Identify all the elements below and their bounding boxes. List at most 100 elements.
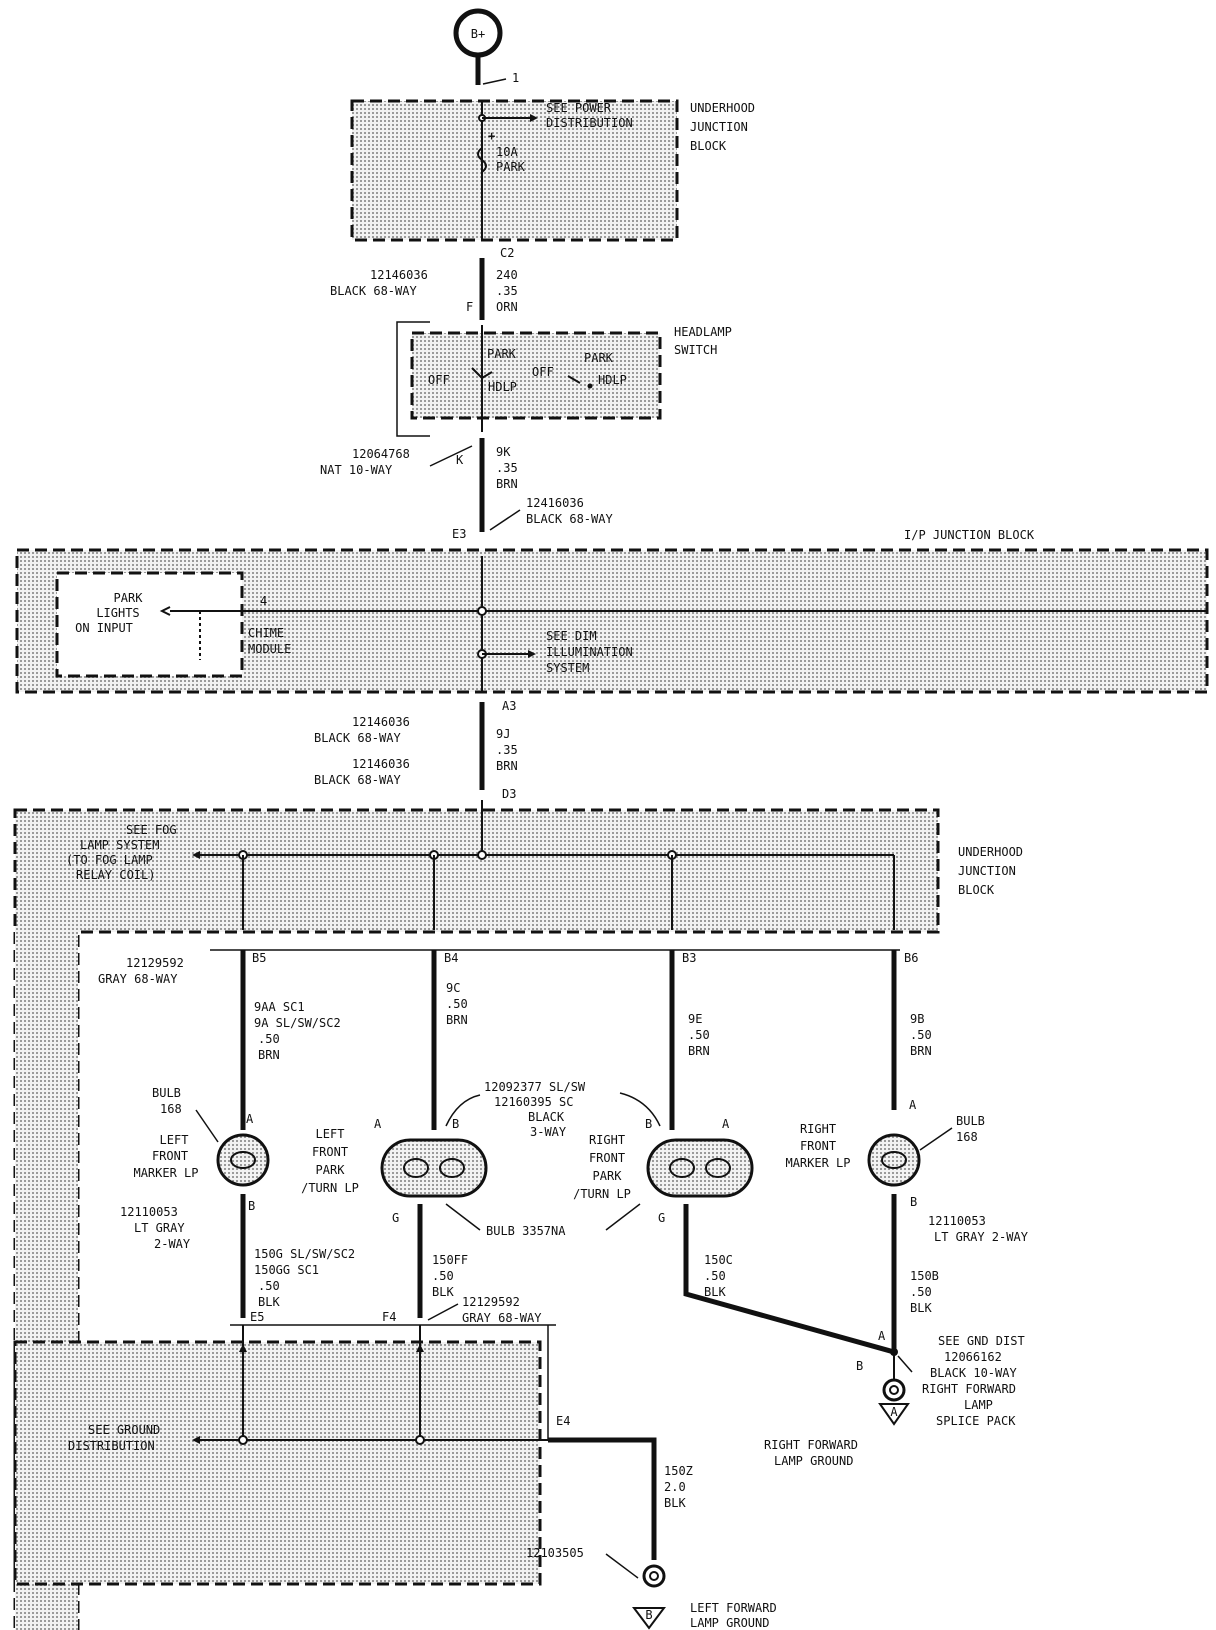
svg-text:.50: .50 — [258, 1279, 280, 1293]
svg-text:BRN: BRN — [496, 477, 518, 491]
svg-text:.35: .35 — [496, 284, 518, 298]
connector-d3-label: 12146036 BLACK 68-WAY — [314, 757, 410, 787]
wire-9aa-label: 9AA SC1 9A SL/SW/SC2 .50 BRN — [254, 1000, 341, 1062]
svg-text:PARK: PARK — [593, 1169, 623, 1183]
headlamp-switch-label: HEADLAMP SWITCH — [674, 325, 732, 357]
right-ground-symbol: A — [878, 1403, 910, 1426]
switch-contact-2 — [567, 375, 581, 384]
see-fog-label: SEE FOG LAMP SYSTEM (TO FOG LAMP RELAY C… — [66, 823, 177, 882]
switch-hdlp-1: HDLP — [488, 380, 517, 394]
svg-text:BRN: BRN — [910, 1044, 932, 1058]
svg-text:LIGHTS: LIGHTS — [96, 606, 139, 620]
chime-module-label: CHIME MODULE — [248, 626, 291, 656]
see-dim-label: SEE DIM ILLUMINATION SYSTEM — [546, 629, 633, 675]
svg-text:.50: .50 — [688, 1028, 710, 1042]
svg-text:.50: .50 — [258, 1032, 280, 1046]
svg-text:FRONT: FRONT — [589, 1151, 625, 1165]
svg-text:ON INPUT: ON INPUT — [75, 621, 133, 635]
switch-park-2: PARK — [584, 351, 614, 365]
ground-splice-f4 — [415, 1435, 425, 1445]
svg-text:LAMP: LAMP — [964, 1398, 993, 1412]
svg-text:12129592: 12129592 — [462, 1295, 520, 1309]
right-park-label: RIGHT FRONT PARK /TURN LP — [573, 1133, 631, 1201]
pin-a-splice: A — [878, 1329, 886, 1343]
gnd-dist-leader — [897, 1355, 913, 1373]
svg-text:150FF: 150FF — [432, 1253, 468, 1267]
svg-text:9AA SC1: 9AA SC1 — [254, 1000, 305, 1014]
fuse-label: 10A PARK — [496, 145, 526, 174]
svg-text:.50: .50 — [432, 1269, 454, 1283]
svg-text:.35: .35 — [496, 743, 518, 757]
svg-text:FRONT: FRONT — [800, 1139, 836, 1153]
svg-text:2.0: 2.0 — [664, 1480, 686, 1494]
wire-240-label: 240 .35 ORN — [496, 268, 518, 314]
svg-text:CHIME: CHIME — [248, 626, 284, 640]
svg-text:PARK: PARK — [114, 591, 144, 605]
left-ground-symbol: B — [632, 1607, 666, 1630]
svg-text:12416036: 12416036 — [526, 496, 584, 510]
ring-terminal-leader-bottom — [605, 1553, 639, 1579]
pin-e5: E5 — [250, 1310, 264, 1324]
svg-text:RIGHT FORWARD: RIGHT FORWARD — [922, 1382, 1016, 1396]
ring-terminal-leader — [482, 78, 507, 85]
svg-text:12064768: 12064768 — [352, 447, 410, 461]
park-conn-leader-left — [445, 1094, 481, 1127]
wire-150ff-label: 150FF .50 BLK — [432, 1253, 468, 1299]
connector-c2: C2 — [500, 246, 514, 260]
svg-text:SEE POWER: SEE POWER — [546, 101, 612, 115]
svg-text:JUNCTION: JUNCTION — [958, 864, 1016, 878]
svg-text:SEE GROUND: SEE GROUND — [88, 1423, 160, 1437]
connector-12110053-left-label: 12110053 LT GRAY 2-WAY — [120, 1205, 191, 1251]
svg-text:.50: .50 — [446, 997, 468, 1011]
pin-k: K — [456, 453, 464, 467]
ground-distribution-block — [13, 1340, 542, 1586]
pin-b-right-marker-out: B — [910, 1195, 917, 1209]
svg-text:BLACK 68-WAY: BLACK 68-WAY — [330, 284, 417, 298]
svg-text:150B: 150B — [910, 1269, 939, 1283]
svg-text:LAMP GROUND: LAMP GROUND — [690, 1616, 769, 1630]
svg-text:BLK: BLK — [664, 1496, 686, 1510]
svg-text:BLACK 68-WAY: BLACK 68-WAY — [526, 512, 613, 526]
underhood-block-1-label: UNDERHOOD JUNCTION BLOCK — [690, 101, 755, 153]
svg-text:RELAY COIL): RELAY COIL) — [76, 868, 155, 882]
svg-text:GRAY 68-WAY: GRAY 68-WAY — [98, 972, 178, 986]
svg-text:12146036: 12146036 — [352, 715, 410, 729]
switch-hdlp-2: HDLP — [598, 373, 627, 387]
svg-text:PARK: PARK — [316, 1163, 346, 1177]
svg-text:.35: .35 — [496, 461, 518, 475]
bulb-168-left-label: BULB 168 — [152, 1086, 182, 1116]
connector-a3-label: 12146036 BLACK 68-WAY — [314, 715, 410, 745]
svg-text:BLACK 68-WAY: BLACK 68-WAY — [314, 731, 401, 745]
svg-text:.50: .50 — [910, 1028, 932, 1042]
wire-150c-label: 150C .50 BLK — [704, 1253, 733, 1299]
svg-text:FRONT: FRONT — [152, 1149, 188, 1163]
svg-text:BRN: BRN — [688, 1044, 710, 1058]
pin-b-splice: B — [856, 1359, 863, 1373]
svg-text:RIGHT: RIGHT — [800, 1122, 836, 1136]
svg-text:12110053: 12110053 — [120, 1205, 178, 1219]
svg-text:9A SL/SW/SC2: 9A SL/SW/SC2 — [254, 1016, 341, 1030]
svg-text:BLOCK: BLOCK — [690, 139, 727, 153]
pin-g-left-park: G — [392, 1211, 399, 1225]
svg-text:LEFT: LEFT — [160, 1133, 189, 1147]
wire-9k-label: 9K .35 BRN — [496, 445, 518, 491]
svg-text:BRN: BRN — [446, 1013, 468, 1027]
svg-text:BLACK: BLACK — [528, 1110, 565, 1124]
svg-text:MARKER LP: MARKER LP — [133, 1166, 198, 1180]
connector-12146036-label: 12146036 BLACK 68-WAY — [330, 268, 428, 298]
right-front-marker-lamp — [867, 1133, 921, 1187]
left-ground-label: LEFT FORWARD LAMP GROUND — [690, 1601, 777, 1630]
svg-text:HEADLAMP: HEADLAMP — [674, 325, 732, 339]
svg-text:9B: 9B — [910, 1012, 924, 1026]
svg-text:SYSTEM: SYSTEM — [546, 661, 589, 675]
connector-e3: E3 — [452, 527, 466, 541]
left-park-label: LEFT FRONT PARK /TURN LP — [301, 1127, 359, 1195]
svg-text:BULB: BULB — [956, 1114, 985, 1128]
ring-terminal-label: 1 — [512, 71, 519, 85]
park-connector-label: 12092377 SL/SW 12160395 SC BLACK 3-WAY — [484, 1080, 586, 1139]
svg-text:UNDERHOOD: UNDERHOOD — [690, 101, 755, 115]
svg-text:150GG SC1: 150GG SC1 — [254, 1263, 319, 1277]
switch-park-1: PARK — [487, 347, 517, 361]
pin-e4: E4 — [556, 1414, 570, 1428]
